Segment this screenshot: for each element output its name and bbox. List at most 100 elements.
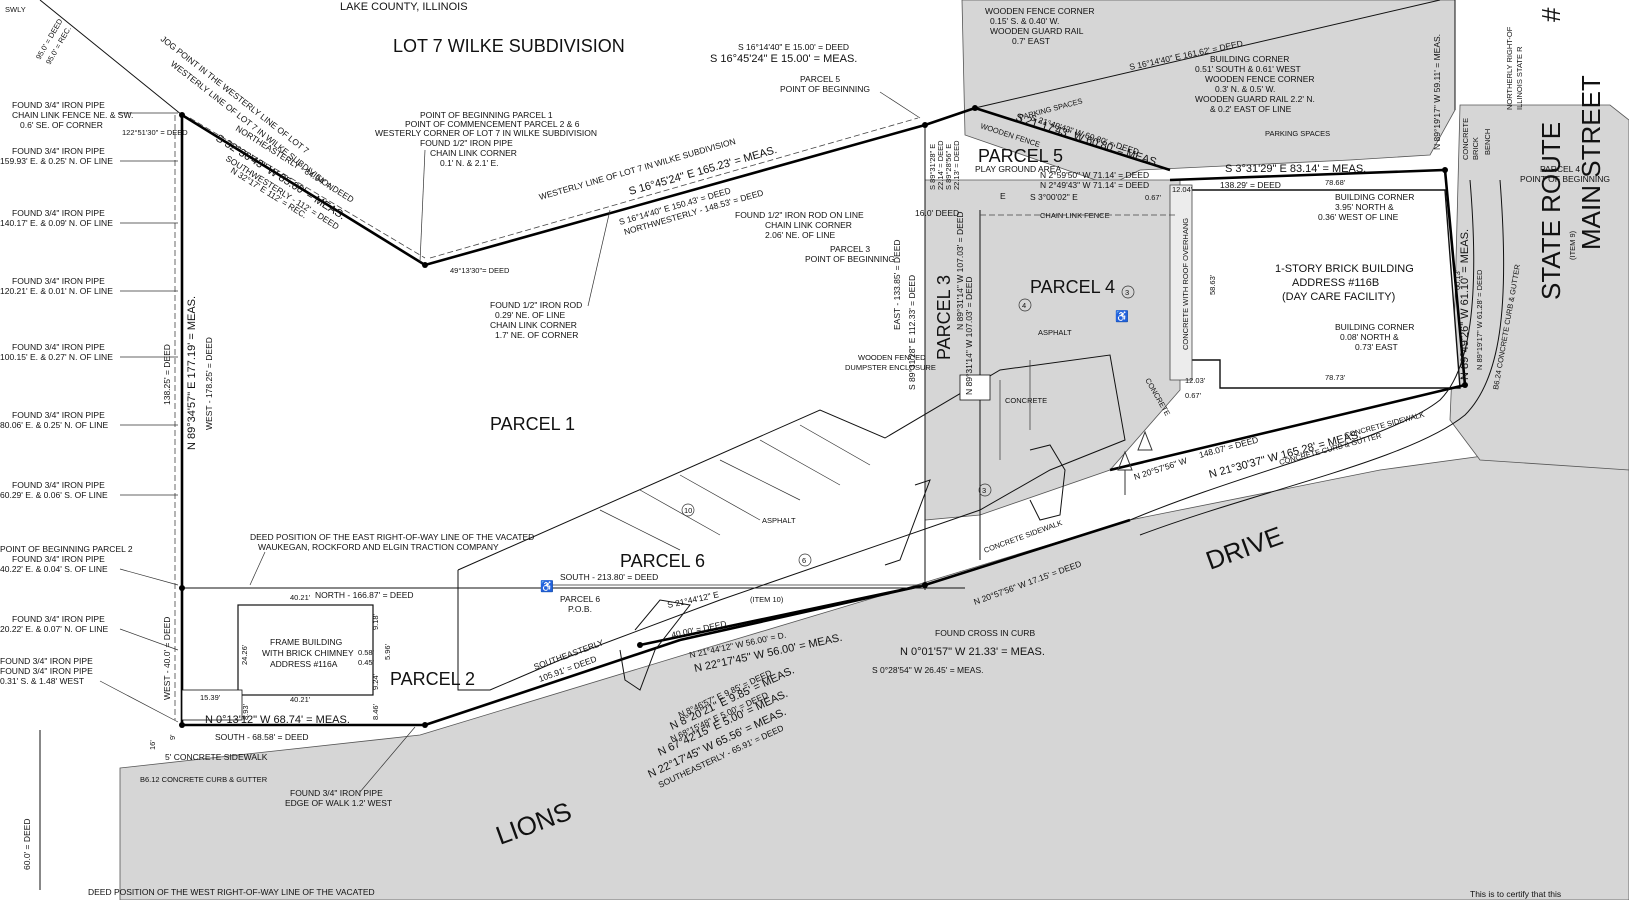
s3-00: S 3°00'02" E [1030,192,1078,202]
svg-text:FOUND 3/4" IRON PIPE: FOUND 3/4" IRON PIPE [12,146,105,156]
chain-fence: CHAIN LINK FENCE [1040,211,1110,220]
d4021a: 40.21' [290,593,311,602]
main-street-label: MAIN STREET [1576,75,1606,250]
svg-text:FOUND 3/4" IRON PIPE: FOUND 3/4" IRON PIPE [12,554,105,564]
d13829: 138.29' = DEED [1220,180,1281,190]
nw-fence [189,117,426,259]
bc-e: WOODEN GUARD RAIL 2.2' N. [1195,94,1315,104]
pob1-a: POINT OF BEGINNING PARCEL 1 [420,110,553,120]
rod-c: CHAIN LINK CORNER [490,320,577,330]
corner-markers [179,105,1468,728]
bc-a: BUILDING CORNER [1210,54,1289,64]
sidewalk-5: 5' CONCRETE SIDEWALK [165,752,268,762]
d067b: 0.67' [1185,391,1202,400]
bc-d: 0.3' N. & 0.5' W. [1215,84,1275,94]
deed-pos-a: DEED POSITION OF THE EAST RIGHT-OF-WAY L… [250,532,534,542]
label-west-178: WEST - 178.25' = DEED [204,337,214,430]
svg-text:40.22' E. & 0.04' S. OF LINE: 40.22' E. & 0.04' S. OF LINE [0,564,108,574]
roof-overhang: CONCRETE WITH ROOF OVERHANG [1181,218,1190,350]
parking-island-2 [884,479,931,566]
route-number: # [1536,7,1566,22]
state-route-sidewalk [1129,179,1475,521]
svg-text:FOUND 3/4" IRON PIPE: FOUND 3/4" IRON PIPE [12,100,105,110]
parcel-6-line-a [639,583,926,647]
bc2-a: BUILDING CORNER [1335,192,1414,202]
deed-pos-leader [249,551,266,586]
p3-107a: N 89°31'14" W 107.03' = DEED [955,211,965,330]
p5-pob-b: POINT OF BEGINNING [780,84,870,94]
northerly-a: NORTHERLY RIGHT-OF [1505,26,1514,110]
svg-text:3: 3 [982,486,986,495]
fp-edge-a: FOUND 3/4" IRON PIPE [290,788,383,798]
d1204: 12.04' [1172,185,1193,194]
d058: 0.58' [358,648,375,657]
certify-text: This is to certify that this [1470,889,1561,899]
sw-deed-label: SOUTHWESTERLY - 112' = DEED [224,153,341,231]
svg-text:6: 6 [802,556,806,565]
d924: 9.24' [371,673,380,690]
d60deed: 60.0' = DEED [22,819,32,870]
pob1-leader [419,149,426,263]
svg-text:10: 10 [684,506,692,515]
half-pipe: FOUND 1/2" IRON PIPE [420,138,513,148]
brick-bldg-a: 1-STORY BRICK BUILDING [1275,263,1414,275]
frame-building [237,604,374,696]
deed-west-a: DEED POSITION OF THE WEST RIGHT-OF-WAY L… [88,887,375,897]
chain-corner: CHAIN LINK CORNER [430,148,517,158]
dumpster-enclosure [959,374,991,401]
rod-line-a: FOUND 1/2" IRON ROD ON LINE [735,210,864,220]
jog-line [39,0,183,116]
pob1-b: POINT OF COMMENCEMENT PARCEL 2 & 6 [405,119,580,129]
bc2-c: 0.36' WEST OF LINE [1318,212,1399,222]
rod-b: 0.29' NE. OF LINE [495,310,565,320]
p3-107b: N 89°31'14" W 107.03' = DEED [964,276,974,395]
d5863: 58.63' [1208,274,1217,295]
svg-text:FOUND 3/4" IRON PIPE: FOUND 3/4" IRON PIPE [12,614,105,624]
fence-corner-a: WOODEN FENCE CORNER [985,6,1095,16]
top-diagonal-line [974,0,1441,109]
n0-13: N 0°13'12" W 68.74' = MEAS. [205,714,350,726]
d067: 0.67' [1145,193,1162,202]
concrete-strip [1169,184,1193,381]
s3-31: S 3°31'29" E 83.14' = MEAS. [1225,163,1366,175]
p4-pob-b: POINT OF BEGINNING [1520,174,1610,184]
d148: 148.07' = DEED [1198,435,1259,460]
parcel-5-label: PARCEL 5 [978,146,1063,166]
d045: 0.45' [358,658,375,667]
label-west-40: WEST - 40.0' = DEED [162,617,172,700]
parking-lot-outline [457,354,1126,691]
bc3-a: BUILDING CORNER [1335,322,1414,332]
fp-edge-leader [359,726,416,793]
bc3-c: 0.73' EAST [1355,342,1398,352]
s16-15-deed: S 16°14'40" E 15.00' = DEED [738,42,849,52]
svg-text:100.15' E. & 0.27' N. OF LINE: 100.15' E. & 0.27' N. OF LINE [0,352,113,362]
parking-counts: 10 6 4 3 3 [681,285,1135,567]
bench-label: BENCH [1483,129,1492,155]
n2-49: N 2°49'43" W 71.14' = DEED [1040,180,1149,190]
parcel-2-label: PARCEL 2 [390,669,475,689]
dumpster-a: WOODEN FENCED [858,353,926,362]
d1539: 15.39' [200,693,221,702]
state-route-label: STATE ROUTE [1536,122,1566,300]
svg-text:FOUND 3/4" IRON PIPE: FOUND 3/4" IRON PIPE [12,208,105,218]
label-138-25: 138.25' = DEED [162,344,172,405]
fence-corner-c: WOODEN GUARD RAIL [990,26,1084,36]
s21-40: S 21°44'12" E [666,589,720,610]
concrete-r: CONCRETE [1461,118,1470,160]
svg-text:CHAIN LINK FENCE NE. & SW.: CHAIN LINK FENCE NE. & SW. [12,110,133,120]
d2426: 24.26' [240,644,249,665]
concrete-2: CONCRETE [1005,396,1047,405]
item10: (ITEM 10) [750,595,784,604]
brick-bldg-b: ADDRESS #116B [1292,277,1379,289]
s0-28: S 0°28'54" W 26.45' = MEAS. [872,665,983,675]
d16: 16' [148,740,157,750]
svg-text:4: 4 [1022,301,1026,310]
svg-text:FOUND 3/4" IRON PIPE: FOUND 3/4" IRON PIPE [0,666,93,676]
northerly-b: ILLINOIS STATE R [1515,46,1524,110]
p3-v2: EAST - 133.85' = DEED [892,239,902,330]
bc-b: 0.51' SOUTH & 0.61' WEST [1195,64,1301,74]
bc-c: WOODEN FENCE CORNER [1205,74,1315,84]
rod-line-c: 2.06' NE. OF LINE [765,230,835,240]
frame-b: WITH BRICK CHIMNEY [262,648,354,658]
p5-pob-a: PARCEL 5 [800,74,840,84]
